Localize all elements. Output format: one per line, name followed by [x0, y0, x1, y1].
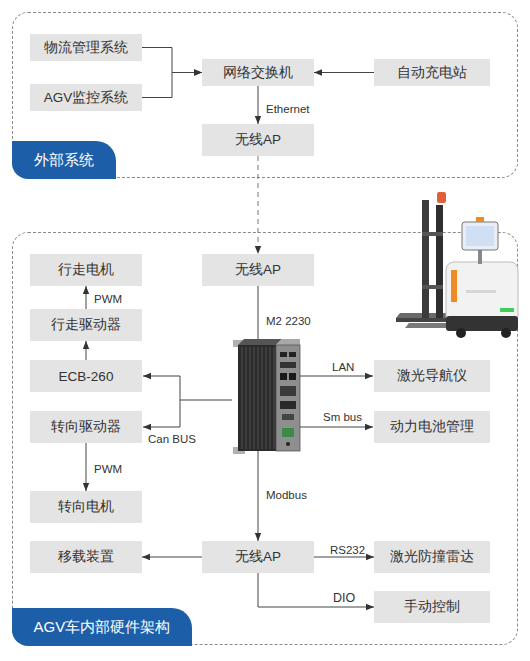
connector-arrow — [142, 557, 202, 558]
component-box: ECB-260 — [30, 360, 142, 392]
bus-label: Sm bus — [323, 410, 362, 424]
box-label: 无线AP — [235, 548, 281, 566]
box-label: 行走驱动器 — [51, 316, 121, 334]
signal-label: DIO — [333, 591, 355, 605]
component-box: 激光防撞雷达 — [374, 541, 490, 573]
component-box: 无线AP — [202, 124, 314, 156]
box-label: 激光导航仪 — [397, 367, 467, 385]
box-label: 动力电池管理 — [390, 418, 474, 436]
component-box: 自动充电站 — [374, 59, 490, 86]
signal-label: RS232 — [330, 543, 365, 557]
region-title: AGV车内部硬件架构 — [12, 608, 193, 646]
box-label: 移载装置 — [58, 548, 114, 566]
component-box: 网络交换机 — [202, 59, 314, 86]
box-label: 自动充电站 — [397, 64, 467, 82]
bus-label: Can BUS — [148, 432, 196, 446]
signal-wires — [143, 376, 373, 427]
component-box: 移载装置 — [30, 541, 142, 573]
component-box: 转向电机 — [30, 491, 142, 523]
connector-arrow — [86, 341, 87, 360]
component-box: 无线AP — [202, 254, 314, 286]
component-box: 转向驱动器 — [30, 411, 142, 443]
box-label: ECB-260 — [59, 369, 114, 384]
box-label: AGV监控系统 — [44, 89, 129, 107]
box-label: 手动控制 — [404, 598, 460, 616]
component-box: 物流管理系统 — [30, 34, 142, 61]
connector-arrow — [314, 557, 374, 558]
box-label: 网络交换机 — [223, 64, 293, 82]
connector-arrow — [86, 286, 87, 309]
component-box: 行走驱动器 — [30, 309, 142, 341]
connector-arrow — [314, 72, 374, 73]
system-region: AGV车内部硬件架构行走电机无线AP行走驱动器ECB-260转向驱动器激光导航仪… — [12, 232, 518, 645]
bus-label: Modbus — [266, 488, 307, 502]
box-label: 激光防撞雷达 — [390, 548, 474, 566]
industrial-pc — [233, 339, 300, 454]
connector-arrow — [258, 286, 259, 541]
box-label: 无线AP — [235, 261, 281, 279]
box-label: 行走电机 — [58, 261, 114, 279]
component-box: AGV监控系统 — [30, 84, 142, 111]
component-box: 手动控制 — [374, 591, 490, 623]
connector-arrow — [258, 86, 259, 124]
signal-label: PWM — [94, 462, 122, 476]
box-label: 转向驱动器 — [51, 418, 121, 436]
region-title: 外部系统 — [12, 141, 116, 179]
connector-arrow — [258, 573, 374, 607]
box-label: 物流管理系统 — [44, 39, 128, 57]
component-box: 行走电机 — [30, 254, 142, 286]
component-box: 无线AP — [202, 541, 314, 573]
connector-arrow — [142, 73, 202, 98]
connector-arrow — [258, 156, 259, 254]
bus-label: LAN — [332, 360, 354, 374]
box-label: 无线AP — [235, 131, 281, 149]
box-label: 转向电机 — [58, 498, 114, 516]
system-region: 外部系统 物流管理系统 AGV监控系统 网络交换机 自动充电站无线AP — [12, 12, 518, 178]
connector-arrow — [142, 48, 202, 73]
component-box: 激光导航仪 — [374, 360, 490, 392]
signal-label: PWM — [94, 292, 122, 306]
component-box: 动力电池管理 — [374, 411, 490, 443]
bus-label: M2 2230 — [266, 314, 311, 328]
forklift-agv-illustration — [396, 192, 518, 338]
connector-arrow — [86, 443, 87, 491]
signal-label: Ethernet — [266, 102, 309, 116]
